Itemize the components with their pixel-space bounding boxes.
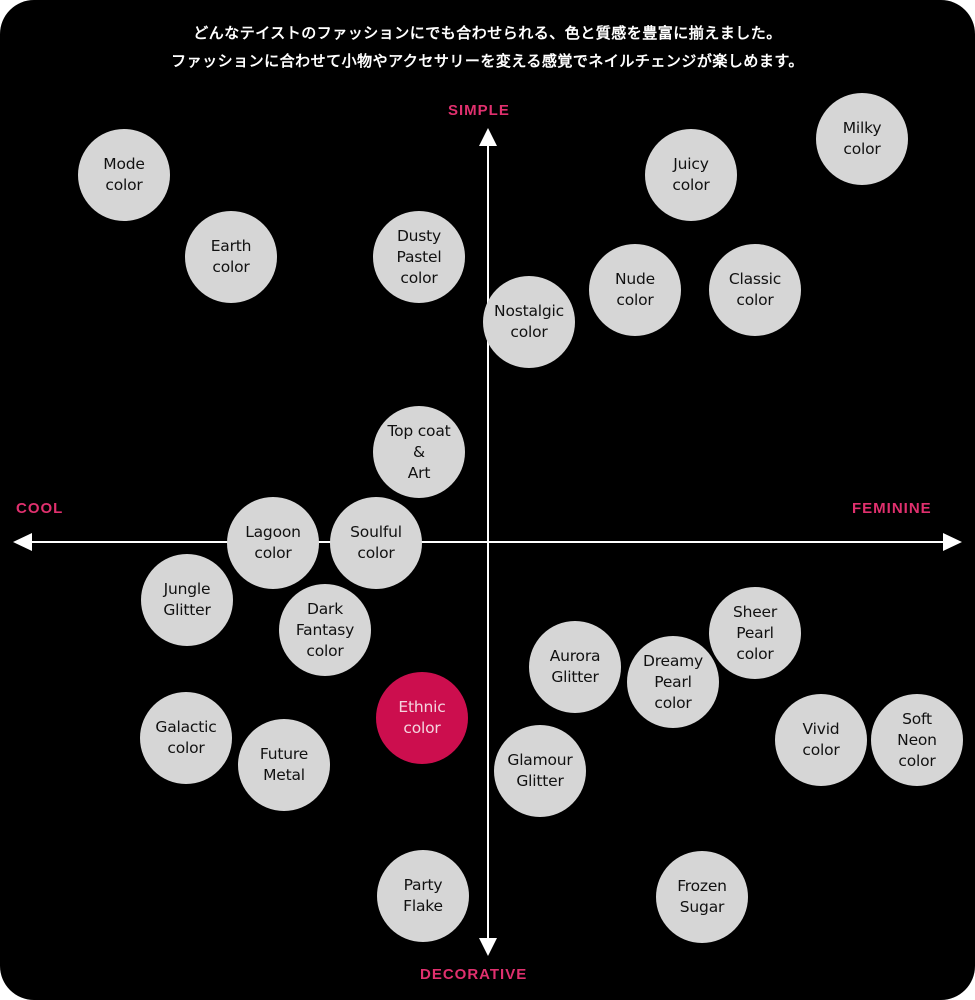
intro-line-1: どんなテイストのファッションにでも合わせられる、色と質感を豊富に揃えました。	[193, 24, 782, 42]
bubble-galactic-color: Galactic color	[140, 692, 232, 784]
bubble-classic-color: Classic color	[709, 244, 801, 336]
bubble-top-coat-and-art: Top coat & Art	[373, 406, 465, 498]
bubble-soulful-color: Soulful color	[330, 497, 422, 589]
bubble-label: Aurora Glitter	[549, 647, 601, 686]
bubble-dark-fantasy-color: Dark Fantasy color	[279, 584, 371, 676]
bubble-label: Nude color	[615, 270, 655, 309]
bubble-glamour-glitter: Glamour Glitter	[494, 725, 586, 817]
bubble-label: Dreamy Pearl color	[642, 651, 704, 712]
bubble-label: Dusty Pastel color	[396, 226, 442, 287]
bubble-aurora-glitter: Aurora Glitter	[529, 621, 621, 713]
bubble-juicy-color: Juicy color	[645, 129, 737, 221]
bubble-label: Lagoon color	[245, 523, 301, 562]
bubble-mode-color: Mode color	[78, 129, 170, 221]
bubble-label: Ethnic color	[398, 698, 446, 737]
bubble-label: Classic color	[728, 270, 782, 309]
bubble-nude-color: Nude color	[589, 244, 681, 336]
arrow-up-icon	[479, 128, 497, 146]
arrow-right-icon	[943, 533, 962, 551]
bubble-ethnic-color: Ethnic color	[376, 672, 468, 764]
bubble-dusty-pastel-color: Dusty Pastel color	[373, 211, 465, 303]
bubble-future-metal: Future Metal	[238, 719, 330, 811]
bubble-label: Mode color	[103, 155, 145, 194]
bubble-label: Soulful color	[350, 523, 402, 562]
axis-label-cool: COOL	[16, 500, 64, 517]
bubble-label: Vivid color	[802, 720, 840, 759]
bubble-label: Dark Fantasy color	[295, 599, 355, 660]
bubble-label: Juicy color	[672, 155, 710, 194]
bubble-jungle-glitter: Jungle Glitter	[141, 554, 233, 646]
bubble-label: Milky color	[842, 119, 882, 158]
bubble-label: Earth color	[210, 237, 252, 276]
bubble-label: Future Metal	[259, 745, 309, 784]
bubble-dreamy-pearl-color: Dreamy Pearl color	[627, 636, 719, 728]
intro-line-2: ファッションに合わせて小物やアクセサリーを変える感覚でネイルチェンジが楽しめます…	[171, 52, 804, 70]
arrow-down-icon	[479, 938, 497, 956]
bubble-label: Frozen Sugar	[677, 877, 727, 916]
bubble-milky-color: Milky color	[816, 93, 908, 185]
bubble-soft-neon-color: Soft Neon color	[871, 694, 963, 786]
bubble-label: Soft Neon color	[897, 709, 937, 770]
bubble-earth-color: Earth color	[185, 211, 277, 303]
axis-label-decorative: DECORATIVE	[420, 966, 528, 983]
bubble-label: Party Flake	[403, 876, 443, 915]
axis-label-feminine: FEMININE	[852, 500, 932, 517]
bubble-party-flake: Party Flake	[377, 850, 469, 942]
bubble-label: Top coat & Art	[387, 421, 451, 482]
bubble-label: Glamour Glitter	[507, 751, 573, 790]
arrow-left-icon	[13, 533, 32, 551]
bubble-nostalgic-color: Nostalgic color	[483, 276, 575, 368]
bubble-frozen-sugar: Frozen Sugar	[656, 851, 748, 943]
bubble-vivid-color: Vivid color	[775, 694, 867, 786]
bubble-label: Jungle Glitter	[163, 580, 211, 619]
bubble-label: Nostalgic color	[494, 302, 564, 341]
bubble-label: Sheer Pearl color	[732, 602, 778, 663]
bubble-label: Galactic color	[155, 718, 217, 757]
axis-label-simple: SIMPLE	[448, 102, 510, 119]
bubble-sheer-pearl-color: Sheer Pearl color	[709, 587, 801, 679]
bubble-lagoon-color: Lagoon color	[227, 497, 319, 589]
